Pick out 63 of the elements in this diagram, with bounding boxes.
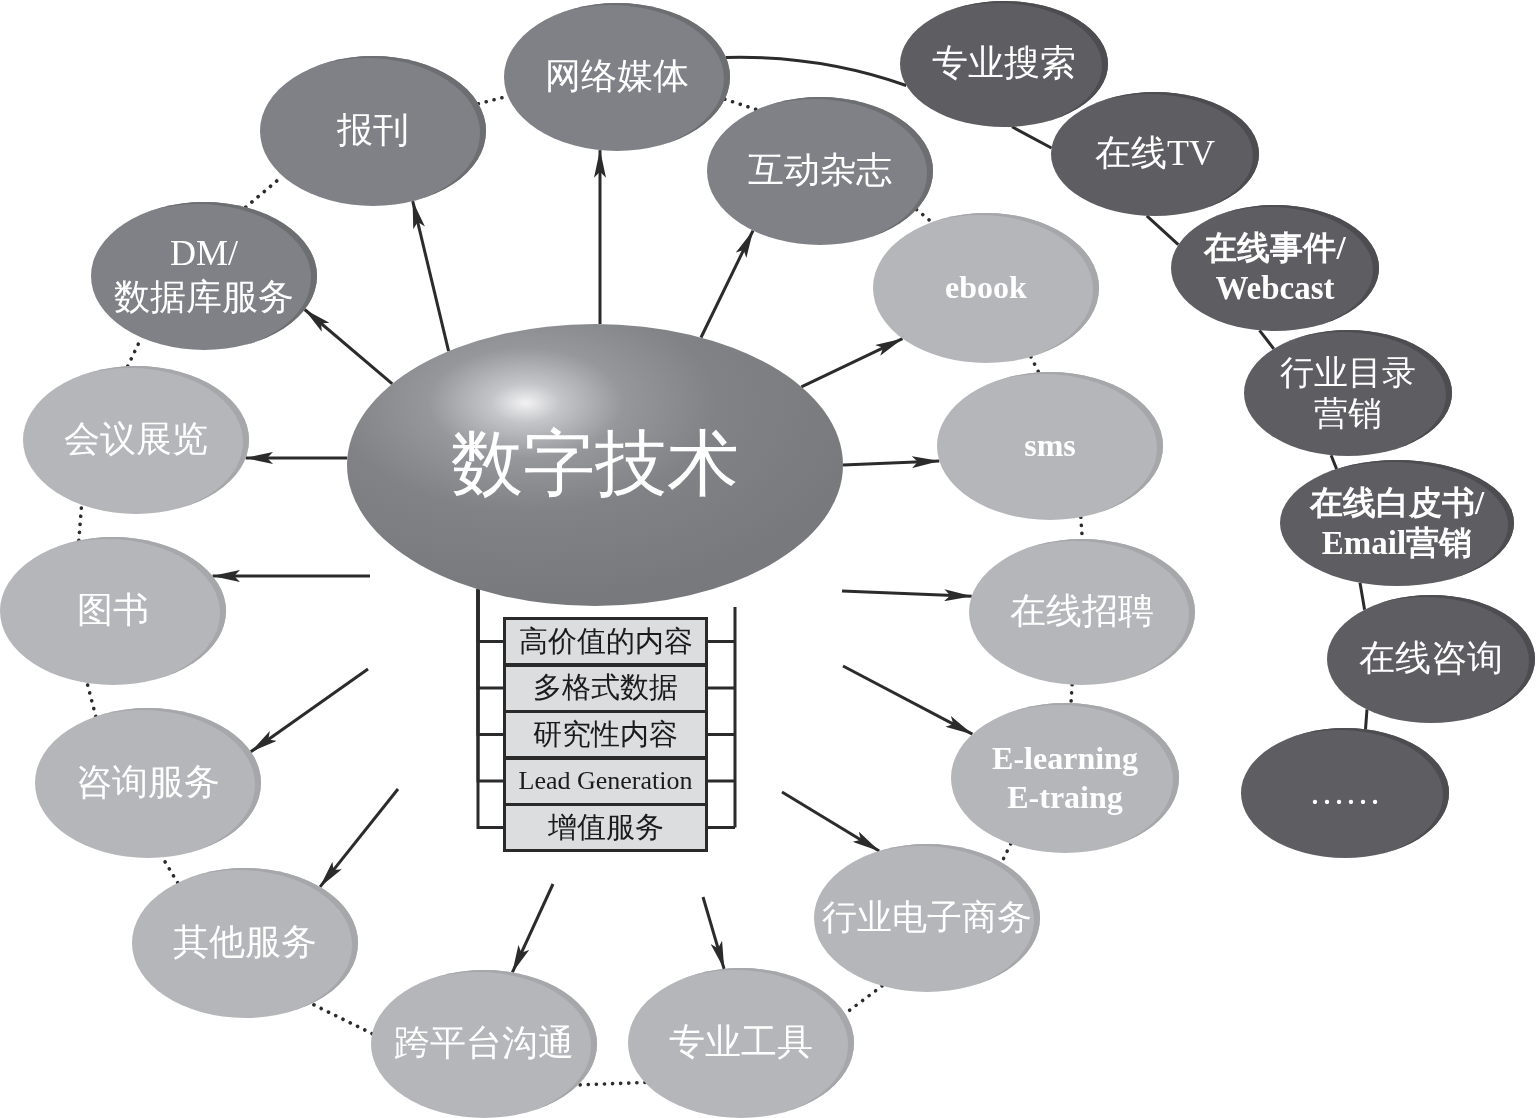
arrow xyxy=(245,452,348,464)
node-label: 图书 xyxy=(77,589,149,633)
node-label: 互动杂志 xyxy=(748,149,892,193)
node-label: 行业电子商务 xyxy=(822,896,1032,939)
arrow xyxy=(411,200,451,352)
node-label: 专业工具 xyxy=(669,1021,813,1065)
arrow xyxy=(318,788,400,888)
connector-line xyxy=(725,55,907,87)
dotted-line xyxy=(723,97,759,112)
content-row-box xyxy=(503,710,708,759)
node-label: …… xyxy=(1309,771,1381,815)
arrow xyxy=(800,337,904,389)
node-label: 在线白皮书/Email营销 xyxy=(1309,483,1485,563)
row-label: Lead Generation xyxy=(518,765,693,797)
content-row-box xyxy=(503,663,708,713)
connector-line xyxy=(1329,454,1338,470)
node-label: ebook xyxy=(945,268,1027,308)
node-label: DM/数据库服务 xyxy=(114,232,294,319)
node-label: 网络媒体 xyxy=(545,55,689,99)
connector-line xyxy=(1358,582,1367,611)
node-label: 在线TV xyxy=(1095,132,1215,176)
dotted-line xyxy=(309,1001,374,1036)
node-label: 在线招聘 xyxy=(1010,590,1154,634)
arrow xyxy=(699,229,755,339)
connector-line xyxy=(1258,329,1275,350)
arrow xyxy=(842,664,974,736)
arrow xyxy=(841,589,973,602)
content-row-box xyxy=(503,756,708,806)
arrow xyxy=(842,456,940,469)
dotted-line xyxy=(914,207,934,224)
node-label: 其他服务 xyxy=(173,921,317,965)
arrow xyxy=(701,896,726,970)
arrow xyxy=(303,308,394,385)
dotted-line xyxy=(576,1080,647,1087)
connector-line xyxy=(1145,214,1180,246)
node-label: 在线咨询 xyxy=(1359,637,1503,681)
arrow xyxy=(781,790,880,853)
node-label: 报刊 xyxy=(337,109,409,153)
row-label: 多格式数据 xyxy=(533,670,678,706)
content-row-box xyxy=(503,617,708,666)
dotted-line xyxy=(1029,355,1041,375)
node-label: 跨平台沟通 xyxy=(394,1022,574,1066)
dotted-line xyxy=(1069,682,1074,705)
row-label: 研究性内容 xyxy=(533,716,678,752)
connector-line xyxy=(1011,125,1053,150)
node-label: 专业搜索 xyxy=(932,42,1076,86)
node-label: 会议展览 xyxy=(64,418,208,462)
dotted-line xyxy=(77,503,84,543)
arrow xyxy=(249,667,369,754)
row-label: 高价值的内容 xyxy=(518,623,693,659)
node-label: 行业目录营销 xyxy=(1280,352,1416,434)
content-row-box xyxy=(503,803,708,852)
connector-line xyxy=(1364,709,1369,730)
node-label: sms xyxy=(1024,426,1076,466)
arrow xyxy=(594,149,606,324)
row-label: 增值服务 xyxy=(547,809,664,845)
node-label: 咨询服务 xyxy=(76,761,220,805)
node-label: E-learning E-traing xyxy=(991,738,1139,817)
node-label: 在线事件/Webcast xyxy=(1204,228,1346,308)
hub-label: 数字技术 xyxy=(451,423,739,507)
arrow xyxy=(511,883,555,974)
arrow xyxy=(212,570,370,582)
connector-line xyxy=(476,589,503,829)
